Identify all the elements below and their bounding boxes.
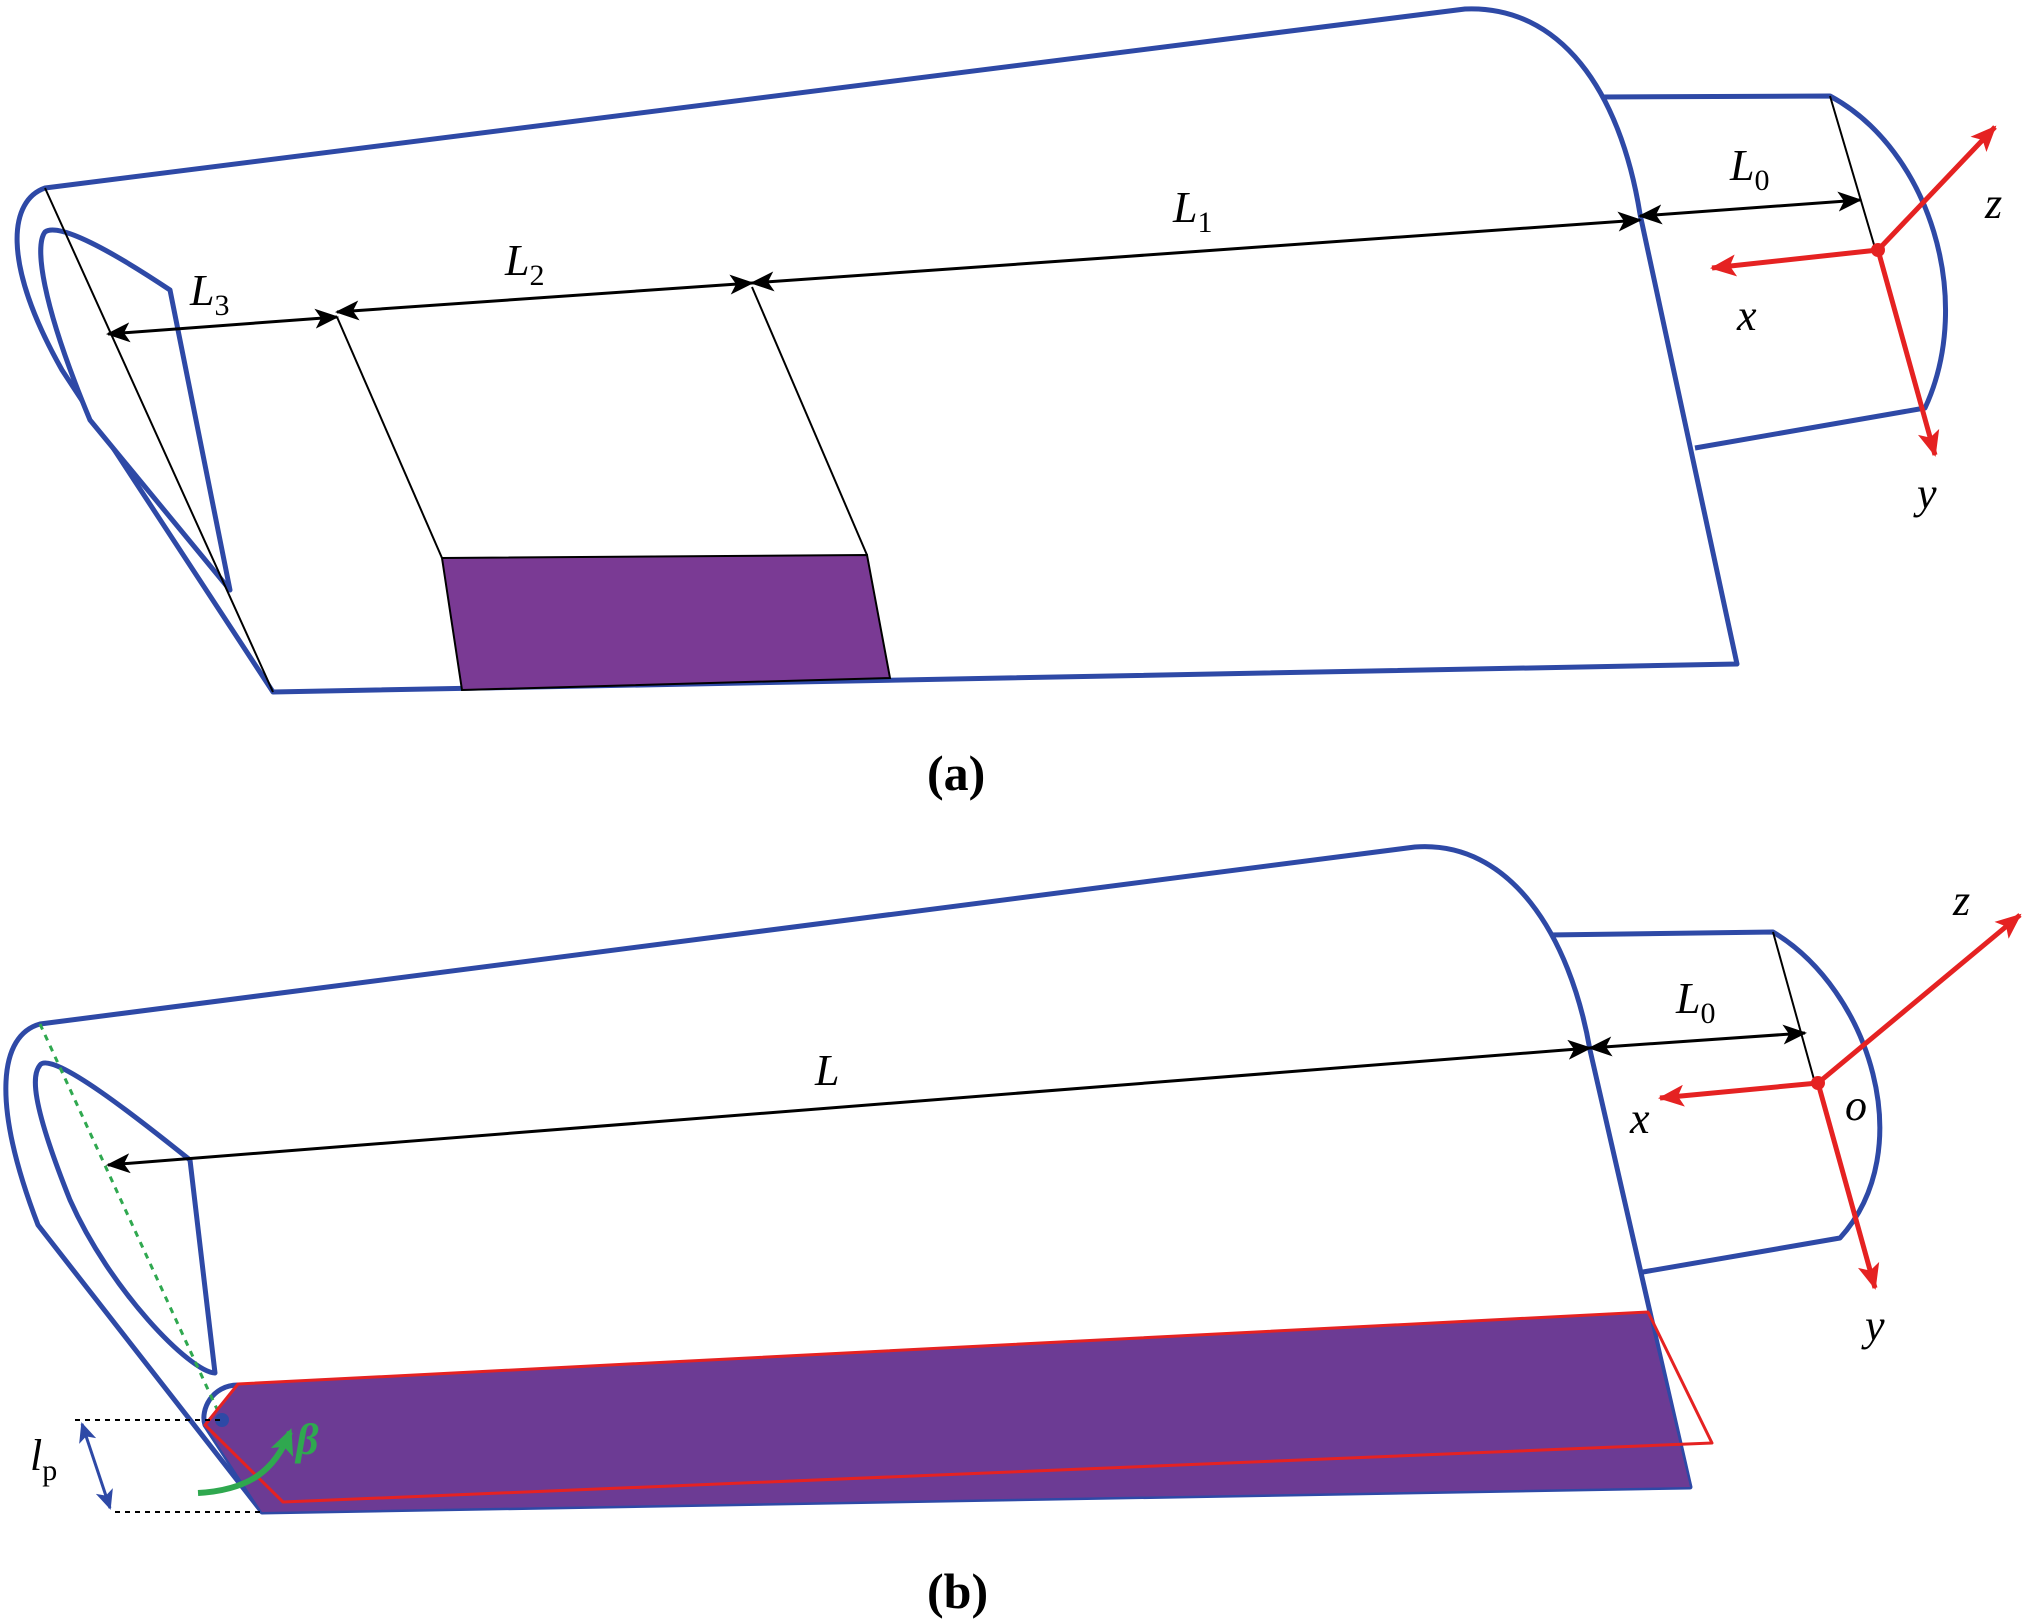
beta-rotation-arrow — [197, 1428, 294, 1496]
patch-edge-left-a — [336, 316, 443, 559]
lp-arrow — [79, 1422, 113, 1510]
dim-L2-a — [335, 274, 754, 321]
pivot-dot-b — [215, 1413, 229, 1427]
origin-dot-a — [1871, 243, 1885, 257]
axis-label-z-b: z — [1952, 876, 1970, 925]
dim-L1-a — [750, 211, 1642, 292]
panel-a: L3 L2 L1 L0 x y z (a) — [14, 6, 2002, 801]
beta-label: β — [294, 1415, 319, 1464]
dim-label-L3-a: L3 — [189, 266, 229, 322]
axis-x-a — [1710, 247, 1879, 277]
axis-x-b — [1658, 1080, 1819, 1107]
rotated-patch-outline-b — [203, 1310, 1714, 1504]
dim-L0-b — [1588, 1024, 1807, 1057]
axis-label-z-a: z — [1984, 179, 2002, 228]
axis-label-y-b: y — [1861, 1301, 1885, 1350]
panel-b: β lp L L0 x y z o (b) — [3, 844, 2022, 1619]
root-chord-line-b — [1772, 931, 1816, 1084]
caption-b: (b) — [927, 1563, 988, 1619]
hinge-line-a — [44, 187, 274, 693]
axis-z-a — [1876, 125, 1997, 252]
tip-airfoil-inner-b — [32, 1060, 218, 1376]
axis-z-b — [1816, 913, 2022, 1085]
dim-label-L0-b: L0 — [1675, 974, 1715, 1030]
root-stub-a — [1599, 93, 1948, 451]
dim-label-L2-a: L2 — [504, 236, 544, 292]
axis-label-y-a: y — [1913, 469, 1937, 518]
axis-label-x-b: x — [1629, 1094, 1650, 1143]
dim-label-L1-a: L1 — [1172, 183, 1212, 239]
dim-L0-a — [1638, 191, 1862, 225]
root-chord-line-a — [1829, 95, 1876, 249]
axis-y-b — [1815, 1082, 1880, 1290]
dim-label-L0-a: L0 — [1729, 141, 1769, 197]
origin-label-b: o — [1845, 1081, 1867, 1130]
dim-label-L-b: L — [814, 1046, 839, 1095]
piezo-patch-a — [440, 553, 892, 692]
hinge-line-b — [38, 1023, 224, 1421]
lp-label: lp — [30, 1431, 57, 1487]
caption-a: (a) — [927, 745, 985, 801]
wing-outline-a — [14, 6, 1740, 695]
origin-dot-b — [1811, 1076, 1825, 1090]
dim-L-b — [106, 1039, 1592, 1174]
dim-L3-a — [106, 308, 339, 343]
axis-y-a — [1875, 249, 1940, 457]
piezo-patch-b — [205, 1312, 1690, 1512]
patch-edge-right-a — [751, 286, 868, 556]
tip-airfoil-inner-a — [38, 227, 233, 593]
axis-label-x-a: x — [1736, 291, 1757, 340]
